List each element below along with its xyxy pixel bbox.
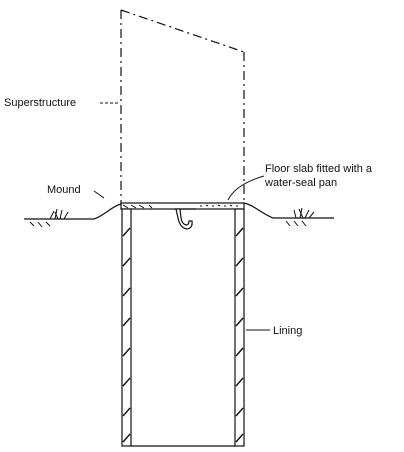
floor-slab-label-line2: water-seal pan <box>264 177 337 189</box>
superstructure-label: Superstructure <box>4 97 76 109</box>
superstructure-outline <box>120 9 245 204</box>
mound-leader <box>93 190 105 199</box>
grass-tuft-left <box>29 208 69 228</box>
lining-label: Lining <box>273 325 302 337</box>
leader-lines <box>93 102 270 331</box>
lining-right-wall <box>234 208 245 447</box>
mound <box>93 202 274 220</box>
floor-slab <box>120 202 245 210</box>
mound-label: Mound <box>47 184 81 196</box>
lining-left-wall <box>121 208 132 447</box>
floor-slab-label-line1: Floor slab fitted with a <box>265 163 373 175</box>
ground-line <box>24 217 334 220</box>
water-seal-pan <box>175 208 193 230</box>
floor-slab-leader <box>227 175 265 201</box>
grass-tuft-right <box>285 207 315 227</box>
